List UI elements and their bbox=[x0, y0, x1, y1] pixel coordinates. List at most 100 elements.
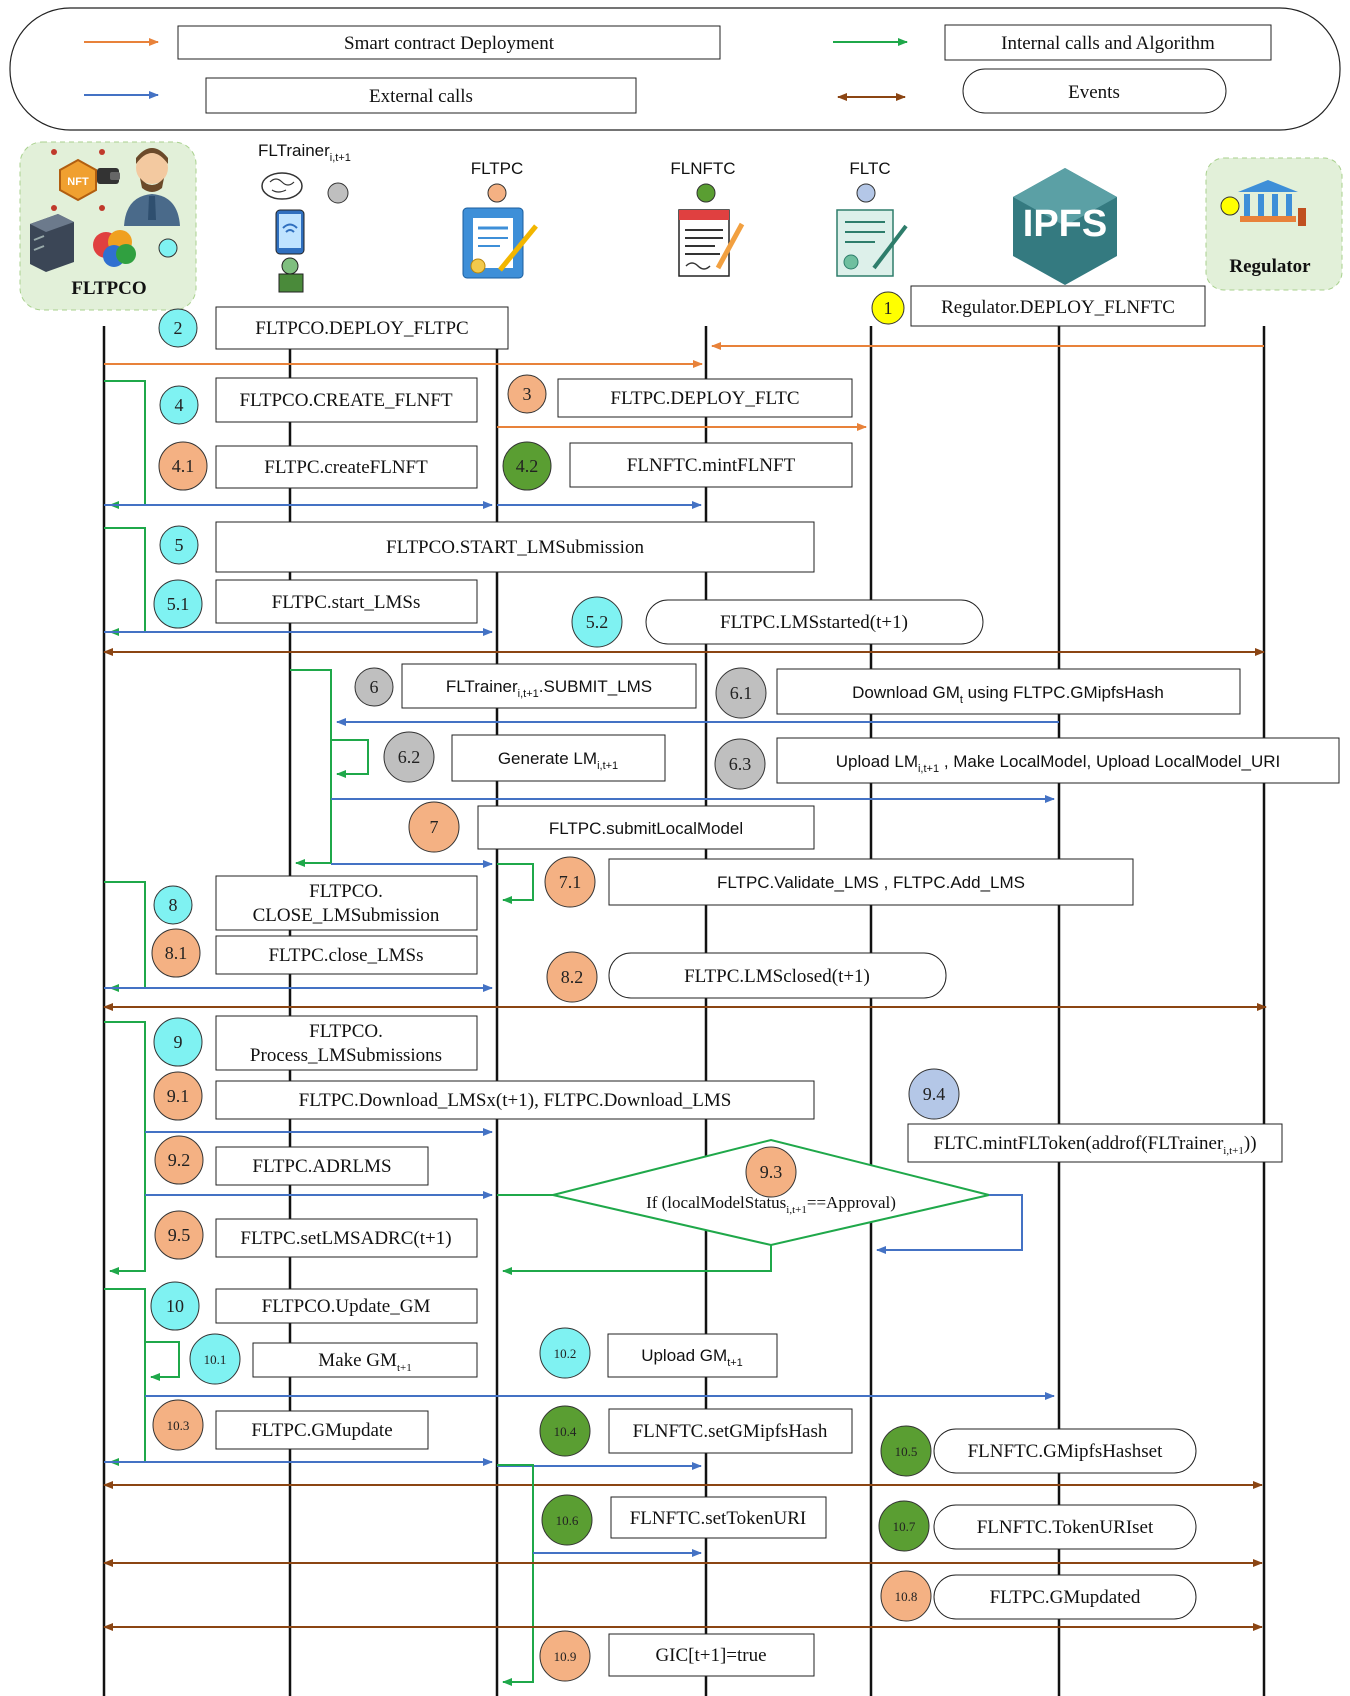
internal-call-5 bbox=[104, 527, 146, 636]
actor-fltrainer: FLTraineri,t+1 bbox=[258, 141, 351, 293]
step-6-1: 6.1 Download GMt using FLTPC.GMipfsHash bbox=[336, 667, 1241, 726]
step-10-9: 10.9 GIC[t+1]=true bbox=[539, 1630, 815, 1682]
internal-call-6-2 bbox=[331, 739, 369, 778]
step-label: FLNFTC.mintFLNFT bbox=[627, 455, 796, 476]
step-label: FLTPC.LMSclosed(t+1) bbox=[684, 966, 870, 987]
actor-label-flnftc: FLNFTC bbox=[670, 159, 735, 178]
step-number: 6 bbox=[370, 677, 379, 697]
internal-call-10 bbox=[104, 1288, 146, 1466]
step-label: FLNFTC.TokenURIset bbox=[977, 1517, 1154, 1538]
decision-return-arrow bbox=[502, 1245, 772, 1275]
step-7: 7 FLTPC.submitLocalModel bbox=[331, 801, 815, 868]
step-number: 5 bbox=[175, 535, 184, 555]
step-label: FLTPC.GMupdated bbox=[990, 1587, 1141, 1608]
step-number: 6.2 bbox=[398, 747, 421, 767]
fltpc-color-dot bbox=[487, 183, 507, 203]
step-label-line-2: CLOSE_LMSubmission bbox=[253, 905, 440, 926]
phone-wifi-icon bbox=[275, 209, 305, 255]
step-10-6: 10.6 FLNFTC.setTokenURI bbox=[497, 1464, 827, 1686]
step-number: 10.8 bbox=[895, 1589, 918, 1604]
step-label: FLNFTC.setGMipfsHash bbox=[633, 1421, 828, 1442]
step-number: 8.2 bbox=[561, 967, 584, 987]
actor-label-regulator: Regulator bbox=[1229, 256, 1311, 277]
step-label: FLTPCO.Update_GM bbox=[262, 1296, 431, 1317]
step-number: 8.1 bbox=[165, 943, 188, 963]
step-number: 8 bbox=[169, 895, 178, 915]
step-label: FLTC.mintFLToken(addrof(FLTraineri,t+1)) bbox=[933, 1133, 1256, 1157]
step-number: 10.5 bbox=[895, 1444, 918, 1459]
step-number: 10.7 bbox=[893, 1519, 916, 1534]
step-10-4: 10.4 FLNFTC.setGMipfsHash bbox=[497, 1405, 853, 1470]
step-number: 10.9 bbox=[554, 1649, 577, 1664]
internal-call-6 bbox=[290, 669, 332, 867]
internal-call-10-1 bbox=[145, 1341, 180, 1381]
step-label-line-1: FLTPCO. bbox=[309, 881, 383, 902]
step-number: 6.1 bbox=[730, 683, 753, 703]
step-5-2: 5.2 FLTPC.LMSstarted(t+1) bbox=[103, 596, 1265, 656]
step-number: 4.1 bbox=[172, 456, 195, 476]
step-label: FLTPC.DEPLOY_FLTC bbox=[610, 388, 799, 409]
step-number: 1 bbox=[884, 298, 893, 318]
step-label: FLTraineri,t+1.SUBMIT_LMS bbox=[446, 677, 652, 700]
step-number: 9.4 bbox=[923, 1084, 946, 1104]
step-label: Upload LMi,t+1 , Make LocalModel, Upload… bbox=[836, 752, 1280, 775]
step-number: 7 bbox=[430, 817, 439, 837]
step-10-7: 10.7 FLNFTC.TokenURIset bbox=[103, 1500, 1263, 1567]
step-9-2: 9.2 FLTPC.ADRLMS bbox=[145, 1135, 493, 1199]
regulator-color-dot bbox=[1220, 196, 1240, 216]
step-9: 9 FLTPCO. Process_LMSubmissions bbox=[104, 1015, 478, 1275]
step-number: 7.1 bbox=[559, 872, 582, 892]
step-label: FLTPC.LMSstarted(t+1) bbox=[720, 612, 908, 633]
step-8-1: 8.1 FLTPC.close_LMSs bbox=[104, 928, 493, 992]
step-number: 10.3 bbox=[167, 1418, 190, 1433]
step-number: 10.6 bbox=[556, 1513, 579, 1528]
step-number: 9.3 bbox=[760, 1162, 783, 1182]
brain-cloud-icon bbox=[261, 172, 303, 200]
step-6-3: 6.3 Upload LMi,t+1 , Make LocalModel, Up… bbox=[331, 737, 1340, 803]
step-label: FLTPC.Download_LMSx(t+1), FLTPC.Download… bbox=[299, 1090, 732, 1111]
certificate-icon bbox=[836, 209, 908, 277]
step-10-1: 10.1 Make GMt+1 bbox=[145, 1333, 478, 1385]
step-label-line-1: FLTPCO. bbox=[309, 1021, 383, 1042]
step-9-1: 9.1 FLTPC.Download_LMSx(t+1), FLTPC.Down… bbox=[145, 1071, 815, 1136]
step-8-2: 8.2 FLTPC.LMSclosed(t+1) bbox=[103, 951, 1267, 1011]
actor-flnftc: FLNFTC bbox=[670, 159, 745, 277]
internal-call-9 bbox=[104, 1021, 146, 1275]
bank-icon bbox=[1238, 180, 1306, 226]
step-9-4: 9.4 FLTC.mintFLToken(addrof(FLTraineri,t… bbox=[907, 1068, 1283, 1163]
step-number: 9 bbox=[174, 1032, 183, 1052]
internal-call-7-1 bbox=[497, 863, 534, 904]
step-10-5: 10.5 FLNFTC.GMipfsHashset bbox=[103, 1425, 1263, 1489]
legend-internal-label: Internal calls and Algorithm bbox=[1001, 33, 1215, 54]
contract-icon bbox=[462, 207, 538, 279]
step-label: Upload GMt+1 bbox=[641, 1346, 743, 1369]
step-3: 3 FLTPC.DEPLOY_FLTC bbox=[497, 374, 867, 431]
nft-icon: NFT bbox=[51, 149, 105, 211]
step-label: FLTPC.submitLocalModel bbox=[549, 819, 743, 838]
step-label: FLTPCO.START_LMSubmission bbox=[386, 537, 644, 558]
internal-call-10-6 bbox=[497, 1464, 534, 1686]
legend-events-label: Events bbox=[1068, 82, 1120, 103]
step-label: Regulator.DEPLOY_FLNFTC bbox=[941, 297, 1175, 318]
step-label: Make GMt+1 bbox=[318, 1350, 411, 1374]
brain-icon bbox=[93, 230, 136, 267]
step-number: 4 bbox=[175, 395, 184, 415]
step-number: 9.5 bbox=[168, 1225, 191, 1245]
step-9-5: 9.5 FLTPC.setLMSADRC(t+1) bbox=[154, 1210, 478, 1260]
step-label: FLTPC.ADRLMS bbox=[252, 1156, 391, 1177]
step-1: 1 Regulator.DEPLOY_FLNFTC bbox=[711, 285, 1264, 350]
step-label: FLNFTC.GMipfsHashset bbox=[968, 1441, 1163, 1462]
svg-text:NFT: NFT bbox=[67, 176, 89, 188]
legend-external-label: External calls bbox=[369, 86, 473, 107]
step-5: 5 FLTPCO.START_LMSubmission bbox=[104, 521, 815, 636]
step-7-1: 7.1 FLTPC.Validate_LMS , FLTPC.Add_LMS bbox=[497, 856, 1134, 908]
step-label: Download GMt using FLTPC.GMipfsHash bbox=[852, 683, 1164, 706]
iot-device-icon bbox=[278, 257, 304, 293]
step-number: 5.1 bbox=[167, 594, 190, 614]
step-label: Generate LMi,t+1 bbox=[498, 749, 618, 772]
actor-ipfs: IPFS bbox=[1013, 168, 1117, 285]
internal-call-8 bbox=[104, 881, 146, 992]
actor-label-fltc: FLTC bbox=[849, 159, 890, 178]
step-number: 4.2 bbox=[516, 456, 539, 476]
server-icon bbox=[30, 214, 74, 272]
